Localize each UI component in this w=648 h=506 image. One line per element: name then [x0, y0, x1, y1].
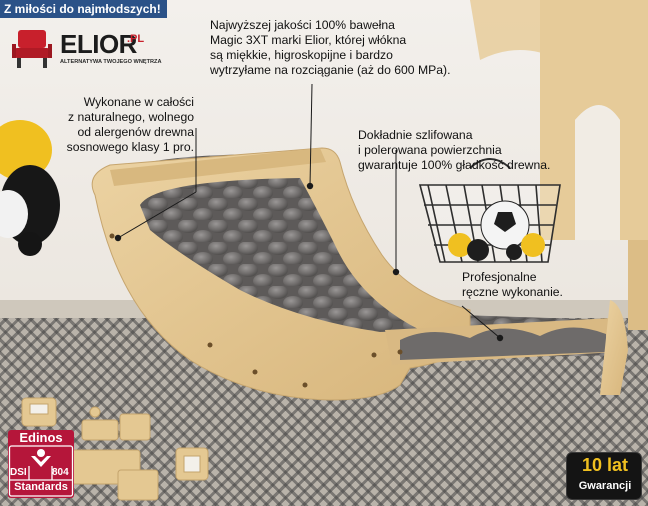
warranty-badge: 10 lat Gwarancji	[566, 452, 642, 500]
certificate-code: DSI	[10, 467, 27, 478]
certificate-title: Edinos	[19, 430, 63, 445]
tagline-banner: Z miłości do najmłodszych!	[0, 0, 167, 18]
feature-line: Wykonane w całości	[83, 95, 194, 109]
check-mark-icon	[31, 449, 51, 467]
toy-balls	[448, 200, 545, 261]
feature-line: Magic 3XT marki Elior, której włókna	[210, 33, 407, 47]
plush-toy	[0, 120, 60, 256]
feature-line: sosnowego klasy 1 pro.	[66, 140, 194, 154]
feature-line: i polerowana powierzchnia	[358, 143, 502, 157]
certificate-number: 804	[52, 467, 69, 478]
feature-handmade: Profesjonalne ręczne wykonanie.	[462, 270, 602, 300]
feature-line: wytrzyłame na rozciąganie (aż do 600 MPa…	[210, 63, 451, 77]
feature-line: ręczne wykonanie.	[462, 285, 563, 299]
certificate-label: Standards	[14, 481, 68, 493]
feature-line: z naturalnego, wolnego	[67, 110, 194, 124]
certificate-badge: Edinos DSI 804 Standards	[8, 430, 74, 498]
feature-cotton: Najwyższej jakości 100% bawełna Magic 3X…	[210, 18, 540, 78]
feature-line: Profesjonalne	[462, 270, 537, 284]
brand-logo: ELIOR .PL ALTERNATYWA TWOJEGO WNĘTRZA	[8, 24, 162, 78]
feature-line: Najwyższej jakości 100% bawełna	[210, 18, 395, 32]
feature-natural-wood: Wykonane w całości z naturalnego, wolneg…	[28, 95, 194, 155]
brand-name: ELIOR	[60, 29, 137, 59]
feature-smooth-surface: Dokładnie szlifowana i polerowana powier…	[358, 128, 628, 173]
feature-line: są miękkie, higroskopijne i bardzo	[210, 48, 393, 62]
feature-line: od alergenów drewna	[77, 125, 194, 139]
wooden-blocks	[21, 397, 209, 501]
feature-line: gwarantuje 100% gładkość drewna.	[358, 158, 551, 172]
warranty-label: Gwarancji	[578, 480, 632, 492]
wooden-house-bed	[470, 0, 648, 330]
chair-icon	[12, 30, 52, 68]
warranty-years: 10 lat	[581, 455, 629, 475]
brand-subtitle: ALTERNATYWA TWOJEGO WNĘTRZA	[60, 59, 162, 65]
feature-line: Dokładnie szlifowana	[358, 128, 473, 142]
brand-suffix: .PL	[127, 33, 145, 45]
